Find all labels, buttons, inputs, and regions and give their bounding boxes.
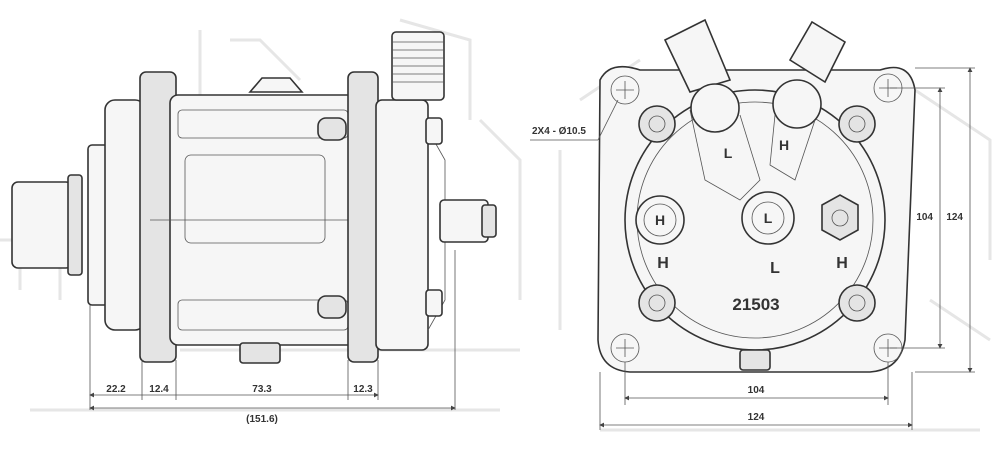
rear-flange — [347, 71, 379, 363]
rear-view: L H H L H L H 21503 — [597, 18, 916, 373]
mount-hole-tl — [610, 75, 640, 105]
clutch-hub — [11, 181, 73, 269]
bolt-bl — [638, 284, 676, 322]
dim-inner-width: 104 — [748, 385, 765, 396]
port-label-top-left: L — [724, 145, 733, 161]
dim-outer-height: 124 — [946, 212, 963, 223]
center-port-l — [741, 191, 795, 245]
right-hex-port — [821, 194, 859, 241]
rear-view-dimensions: 104 124 104 124 — [599, 67, 975, 430]
svg-text:2X4 - Ø10.5: 2X4 - Ø10.5 — [532, 126, 586, 137]
bolt-tl — [638, 105, 676, 143]
hole-callout: 2X4 - Ø10.5 — [530, 99, 619, 141]
port-label-side-h: H — [655, 212, 665, 228]
label-below-center: L — [770, 260, 780, 277]
side-view-dimensions: 22.2 12.4 73.3 12.3 (151.6) — [89, 250, 456, 425]
bolt-br — [838, 284, 876, 322]
dim-inner-height: 104 — [916, 212, 933, 223]
side-valve — [439, 199, 489, 243]
dim-73-3: 73.3 — [252, 384, 272, 395]
port-label-center-l: L — [764, 210, 773, 226]
label-below-right: H — [836, 255, 848, 272]
port-label-top-right: H — [779, 137, 789, 153]
suction-fitting-right — [788, 20, 847, 84]
model-number: 21503 — [732, 295, 779, 314]
side-port-h — [635, 195, 685, 245]
dim-22-2: 22.2 — [106, 384, 126, 395]
dim-total: (151.6) — [246, 414, 278, 425]
bolt-tr — [838, 105, 876, 143]
dim-outer-width: 124 — [748, 412, 765, 423]
rear-head — [375, 99, 429, 351]
suction-fitting-left — [663, 18, 732, 93]
dim-12-4: 12.4 — [149, 384, 169, 395]
label-below-left: H — [657, 255, 669, 272]
side-view — [11, 31, 497, 364]
dim-12-3: 12.3 — [353, 384, 373, 395]
